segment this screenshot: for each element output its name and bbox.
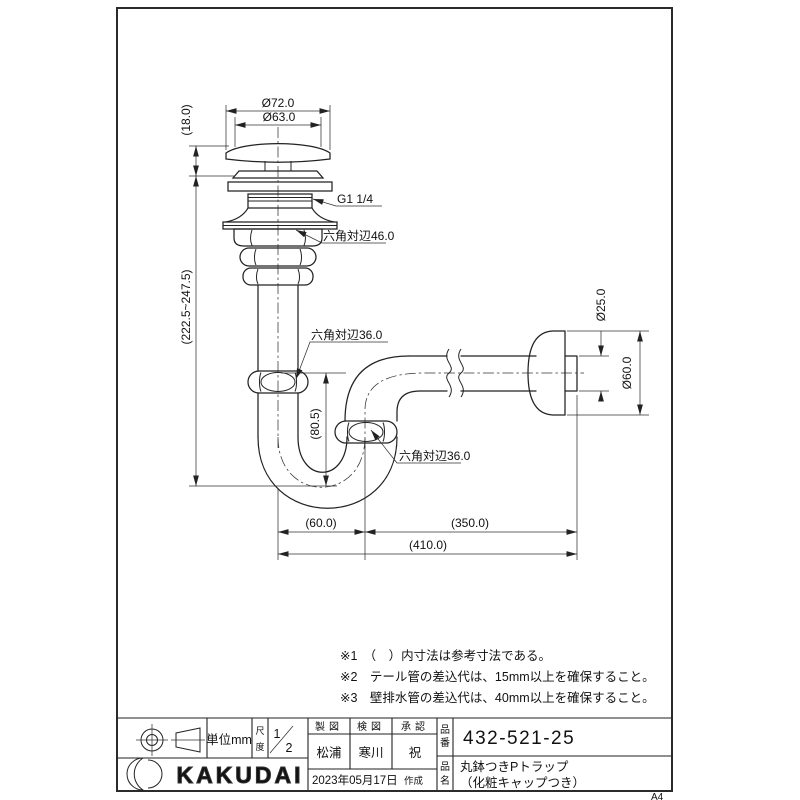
cap-dome — [225, 143, 331, 163]
created-date: 2023年05月17日 — [312, 773, 398, 787]
dim-cap-height-text: (18.0) — [179, 104, 193, 135]
scale-label-char2: 度 — [255, 741, 264, 752]
kakudai-logo: KAKUDAI — [126, 757, 303, 791]
washer-plate — [227, 181, 333, 192]
dim-install-height: (222.5~247.5) — [179, 176, 337, 487]
logo-text: KAKUDAI — [176, 762, 303, 788]
hex46-label-text: 六角対辺46.0 — [323, 229, 395, 243]
note-2: ※2 テール管の差込代は、15mm以上を確保すること。 — [340, 669, 655, 684]
hex36-lower-label-text: 六角対辺36.0 — [399, 449, 471, 463]
dim-cap-id: Ø63.0 — [234, 110, 322, 147]
dim-bottom: (60.0) (350.0) (410.0) — [277, 395, 578, 560]
created-suffix: 作成 — [404, 775, 424, 787]
scale-denominator: 2 — [286, 741, 293, 755]
u-bend-outer — [257, 436, 398, 509]
hex36-upper-label-text: 六角対辺36.0 — [311, 328, 383, 342]
logo-mark-lens — [147, 759, 163, 789]
p-trap-body — [247, 330, 578, 509]
bowl-cone — [225, 207, 335, 223]
drafter-label: 製図 — [315, 720, 343, 733]
locknut-lower — [242, 267, 314, 286]
hex46-shoulder — [233, 228, 323, 247]
pipe-end — [564, 355, 578, 392]
part-name-label-char1: 品 — [440, 761, 450, 773]
notes: ※1 （ ）内寸法は参考寸法である。 ※2 テール管の差込代は、15mm以上を確… — [340, 648, 655, 705]
scale-label-char1: 尺 — [255, 726, 264, 736]
label-thread: G1 1/4 — [312, 192, 382, 207]
approver-label: 承認 — [401, 720, 429, 733]
slip-nut-lower — [334, 420, 398, 444]
cap-stem — [264, 161, 292, 171]
scale-value: 1 2 — [269, 725, 294, 755]
sheet-border — [116, 7, 673, 792]
dim-cap-id-text: Ø63.0 — [263, 110, 296, 124]
title-block: 単位mm 尺 度 1 2 KAKUDAI 製図 検図 承認 松浦 寒川 祝 20… — [117, 717, 672, 791]
tail-pipe — [257, 284, 299, 372]
dim-trap-depth-text: (80.5) — [308, 408, 322, 439]
wall-escutcheon — [527, 330, 566, 416]
label-hex36-upper: 六角対辺36.0 — [295, 328, 388, 380]
approver-name: 祝 — [409, 746, 422, 760]
checker-name: 寒川 — [358, 745, 383, 760]
outlet-pipe — [408, 355, 537, 392]
unit-label: 単位mm — [206, 732, 252, 747]
elbow-outer — [344, 355, 410, 422]
part-no-label-char2: 番 — [440, 737, 450, 749]
checker-label: 検図 — [357, 720, 385, 733]
third-angle-projection-icon — [136, 724, 205, 756]
part-name-line2: （化粧キャップつき） — [460, 776, 585, 790]
note-1: ※1 （ ）内寸法は参考寸法である。 — [340, 648, 551, 663]
thread-label-text: G1 1/4 — [337, 192, 373, 206]
dim-cap-od-text: Ø72.0 — [262, 96, 295, 110]
thread-lines — [248, 197, 312, 202]
drafter-name: 松浦 — [316, 746, 341, 760]
scale-numerator: 1 — [274, 727, 281, 741]
part-name-label-char2: 名 — [440, 774, 450, 787]
label-hex36-lower: 六角対辺36.0 — [370, 429, 471, 464]
dim-trap-depth: (80.5) — [281, 372, 346, 486]
dim-outlet-pipe-od: Ø25.0 — [579, 288, 609, 402]
centerlines — [277, 127, 584, 488]
dim-total-length-text: (410.0) — [409, 538, 447, 552]
part-name-line1: 丸鉢つきPトラップ — [460, 760, 569, 774]
dim-escutcheon-od: Ø60.0 — [567, 330, 649, 416]
dim-outlet-pipe-od-text: Ø25.0 — [594, 288, 608, 321]
locknut-upper — [239, 247, 317, 267]
part-number: 432-521-25 — [463, 728, 575, 749]
u-bend-inner — [297, 436, 348, 473]
paper-size-label: A4 — [651, 792, 664, 800]
note-3: ※3 壁排水管の差込代は、40mm以上を確保すること。 — [340, 690, 655, 705]
dim-trap-offset-text: (60.0) — [305, 516, 336, 530]
dim-horizontal-run-text: (350.0) — [451, 516, 489, 530]
trap-centerline-arc — [277, 436, 366, 488]
dim-install-height-text: (222.5~247.5) — [179, 269, 193, 344]
dim-cap-od: Ø72.0 — [225, 96, 331, 150]
elbow-inner — [396, 390, 421, 422]
dim-cap-height: (18.0) — [179, 104, 235, 177]
label-hex46: 六角対辺46.0 — [295, 229, 395, 244]
trap-inlet-pipe — [257, 392, 299, 438]
part-no-label-char1: 品 — [440, 724, 450, 736]
slip-nut-upper — [247, 370, 309, 394]
pipe-break-symbol — [446, 348, 464, 398]
dim-escutcheon-od-text: Ø60.0 — [620, 356, 634, 389]
logo-mark-crescent — [126, 757, 145, 791]
